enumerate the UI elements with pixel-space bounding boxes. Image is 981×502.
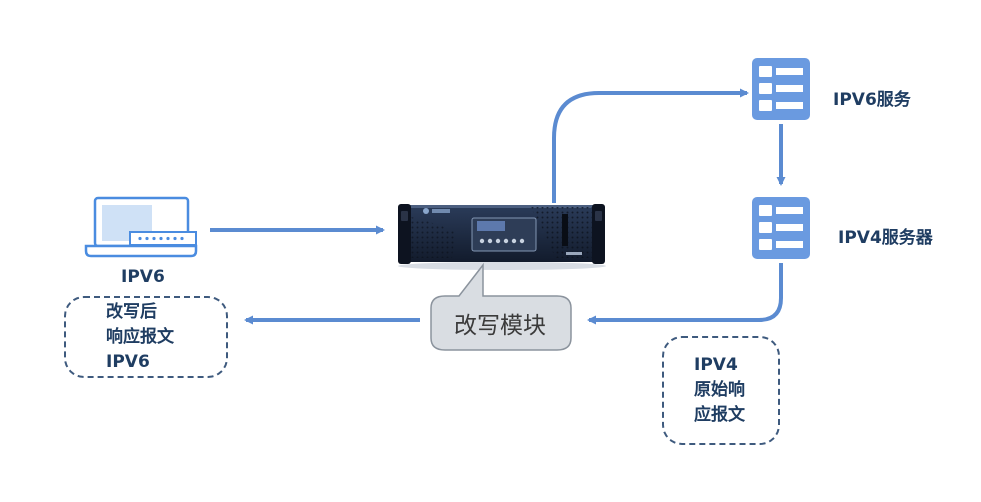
ipv6-server-icon xyxy=(752,58,810,120)
rewrite-device-icon xyxy=(398,204,606,270)
arrow-device-to-ipv6-server xyxy=(552,88,749,203)
rewritten-response-line: 响应报文 xyxy=(106,326,174,347)
arrow-ipv4-server-to-rewrite xyxy=(587,263,783,325)
rewritten-response-line: IPV6 xyxy=(106,351,150,372)
ipv4-server-icon xyxy=(752,197,810,259)
rewritten-response-line: 改写后 xyxy=(106,301,157,322)
rewrite-module-callout xyxy=(430,262,572,351)
rewrite-module-label: 改写模块 xyxy=(454,313,546,339)
rewritten-response-box: 改写后 响应报文 IPV6 xyxy=(64,296,228,378)
original-response-line: 应报文 xyxy=(694,405,745,425)
original-response-line: 原始响 xyxy=(694,380,745,400)
laptop-icon xyxy=(84,196,198,258)
original-response-box: IPV4 原始响 应报文 xyxy=(662,336,780,445)
original-response-line: IPV4 xyxy=(694,355,738,375)
ipv4-server-label: IPV4服务器 xyxy=(838,228,933,248)
laptop-label: IPV6 xyxy=(121,267,165,287)
ipv6-server-label: IPV6服务 xyxy=(833,90,911,110)
